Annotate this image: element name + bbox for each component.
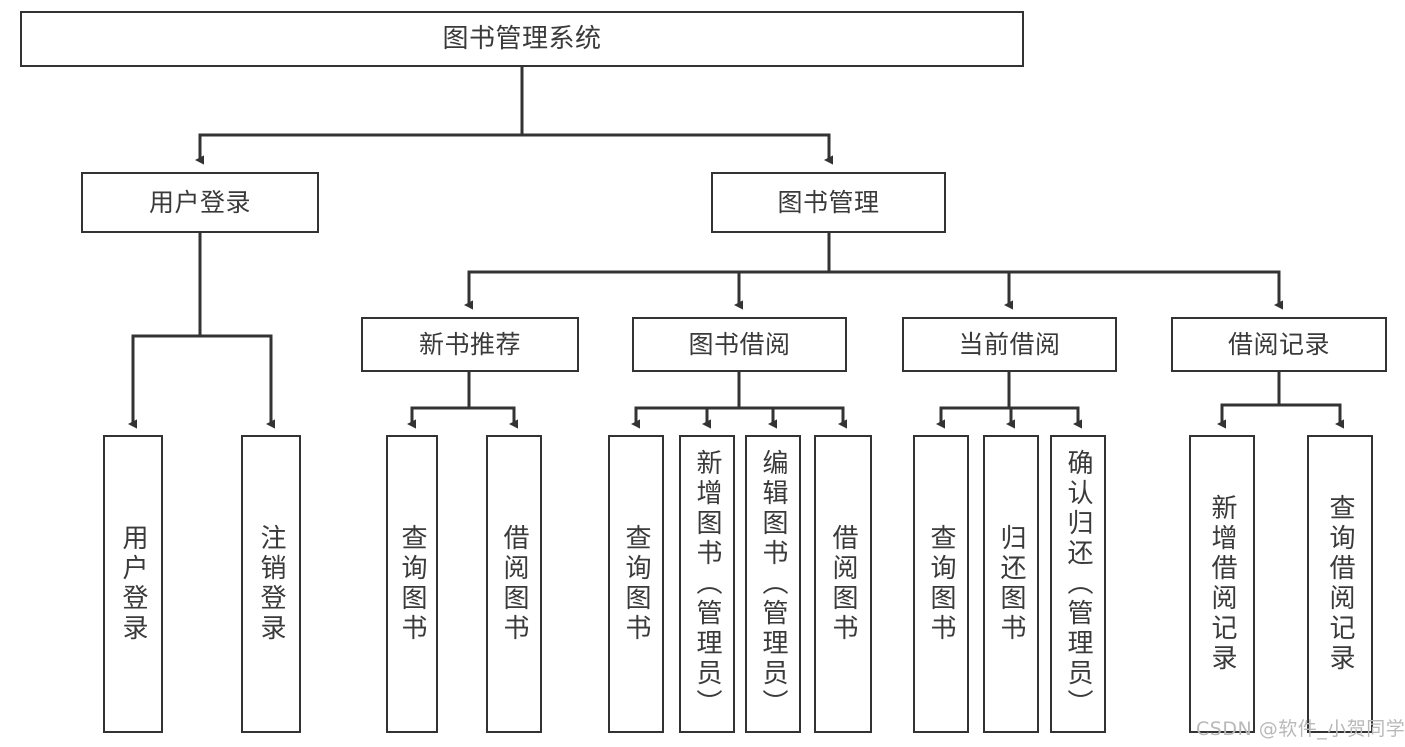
node-leaf-edit-book-admin-label: 编辑图书（管理员） <box>758 449 788 719</box>
node-root[interactable]: 图书管理系统 <box>20 11 1024 67</box>
node-current-borrow-label: 当前借阅 <box>958 329 1061 359</box>
node-leaf-confirm-return-admin-label: 确认归还（管理员） <box>1063 449 1093 719</box>
node-book-borrow[interactable]: 图书借阅 <box>632 317 847 372</box>
node-leaf-add-borrow-record-label: 新增借阅记录 <box>1207 494 1237 674</box>
node-borrow-record[interactable]: 借阅记录 <box>1171 317 1387 372</box>
node-leaf-query-book-1-label: 查询图书 <box>397 524 427 644</box>
node-leaf-borrow-book-1-label: 借阅图书 <box>499 524 529 644</box>
node-new-book-recommend-label: 新书推荐 <box>418 329 521 359</box>
node-leaf-query-book-1[interactable]: 查询图书 <box>386 435 438 733</box>
node-leaf-confirm-return-admin[interactable]: 确认归还（管理员） <box>1050 435 1106 733</box>
node-leaf-query-book-2-label: 查询图书 <box>621 524 651 644</box>
node-leaf-query-book-3[interactable]: 查询图书 <box>913 435 969 733</box>
node-borrow-record-label: 借阅记录 <box>1227 329 1330 359</box>
node-leaf-add-book-admin-label: 新增图书（管理员） <box>692 449 722 719</box>
node-leaf-edit-book-admin[interactable]: 编辑图书（管理员） <box>745 435 801 733</box>
node-current-borrow[interactable]: 当前借阅 <box>902 317 1117 372</box>
node-leaf-user-login[interactable]: 用户登录 <box>103 435 163 733</box>
node-leaf-user-logout[interactable]: 注销登录 <box>241 435 301 733</box>
node-user-login[interactable]: 用户登录 <box>81 172 319 233</box>
node-leaf-return-book-label: 归还图书 <box>996 524 1026 644</box>
node-leaf-add-borrow-record[interactable]: 新增借阅记录 <box>1189 435 1255 733</box>
node-leaf-return-book[interactable]: 归还图书 <box>983 435 1039 733</box>
node-leaf-query-borrow-record-label: 查询借阅记录 <box>1325 494 1355 674</box>
node-leaf-borrow-book-1[interactable]: 借阅图书 <box>486 435 542 733</box>
node-user-login-label: 用户登录 <box>148 187 251 217</box>
node-leaf-query-book-3-label: 查询图书 <box>926 524 956 644</box>
node-book-manage-label: 图书管理 <box>777 187 880 217</box>
csdn-watermark: CSDN @软件_小贺同学 <box>1196 718 1405 740</box>
node-book-borrow-label: 图书借阅 <box>688 329 791 359</box>
node-leaf-query-book-2[interactable]: 查询图书 <box>608 435 664 733</box>
node-new-book-recommend[interactable]: 新书推荐 <box>361 317 579 372</box>
node-leaf-add-book-admin[interactable]: 新增图书（管理员） <box>679 435 735 733</box>
node-root-label: 图书管理系统 <box>442 23 602 54</box>
node-leaf-user-login-label: 用户登录 <box>118 524 148 644</box>
node-leaf-borrow-book-2-label: 借阅图书 <box>828 524 858 644</box>
node-leaf-query-borrow-record[interactable]: 查询借阅记录 <box>1307 435 1373 733</box>
node-book-manage[interactable]: 图书管理 <box>711 172 946 233</box>
node-leaf-borrow-book-2[interactable]: 借阅图书 <box>814 435 872 733</box>
node-leaf-user-logout-label: 注销登录 <box>256 524 286 644</box>
